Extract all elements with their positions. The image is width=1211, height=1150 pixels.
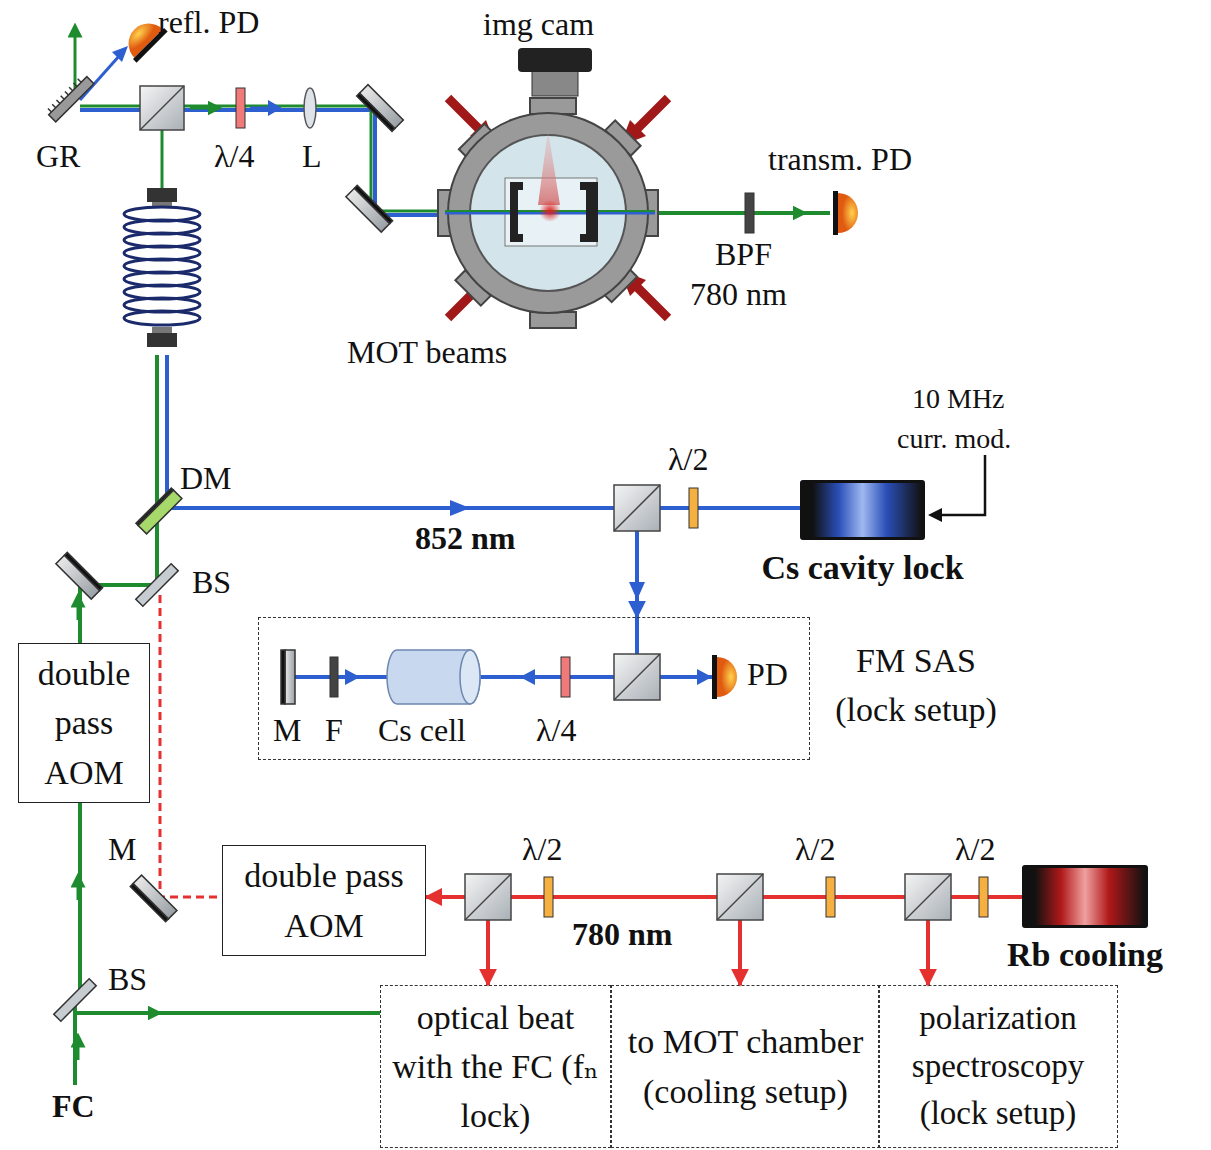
part-label: img cam — [483, 8, 594, 40]
part-label: PD — [747, 658, 788, 690]
node-label: double pass AOM — [19, 649, 149, 797]
node-heading: FM SAS (lock setup) — [821, 636, 1011, 735]
node-label: double pass AOM — [223, 851, 425, 950]
part-label: M — [108, 833, 136, 865]
setup-box: optical beat with the FC (fₙ lock) — [380, 985, 611, 1148]
part-label: refl. PD — [158, 6, 259, 38]
part-label: λ/4 — [536, 714, 576, 746]
node-label: optical beat with the FC (fₙ lock) — [381, 993, 610, 1141]
aom-box: double pass AOM — [18, 643, 150, 803]
part-label: BPF — [715, 238, 772, 270]
part-label: λ/2 — [522, 833, 562, 865]
part-label: FC — [52, 1090, 95, 1122]
part-label: 852 nm — [415, 522, 515, 554]
part-label: curr. mod. — [897, 425, 1011, 453]
part-label: MOT beams — [347, 336, 507, 368]
part-label: GR — [36, 140, 80, 172]
part-label: L — [302, 140, 322, 172]
part-label: λ/2 — [668, 443, 708, 475]
part-label: M — [273, 714, 301, 746]
part-label: BS — [108, 963, 147, 995]
node-heading: Cs cavity lock — [761, 551, 963, 585]
aom-box: double pass AOM — [222, 845, 426, 956]
setup-box: to MOT chamber (cooling setup) — [611, 985, 880, 1148]
part-label: 780 nm — [690, 278, 787, 310]
part-label: λ/2 — [795, 833, 835, 865]
laser: Rb cooling — [1022, 865, 1148, 928]
node-label: polarization spectroscopy (lock setup) — [879, 995, 1117, 1139]
part-label: 780 nm — [572, 918, 672, 950]
laser: Cs cavity lock — [800, 480, 925, 540]
part-label: λ/2 — [955, 833, 995, 865]
node-label: to MOT chamber (cooling setup) — [612, 1017, 879, 1116]
part-label: transm. PD — [768, 143, 912, 175]
part-label: Cs cell — [378, 714, 466, 746]
part-label: BS — [192, 566, 231, 598]
node-heading: Rb cooling — [1007, 938, 1163, 972]
setup-box: polarization spectroscopy (lock setup) — [878, 985, 1118, 1148]
part-label: F — [325, 714, 343, 746]
part-label: DM — [180, 462, 232, 494]
part-label: λ/4 — [214, 140, 254, 172]
part-label: 10 MHz — [912, 385, 1005, 413]
